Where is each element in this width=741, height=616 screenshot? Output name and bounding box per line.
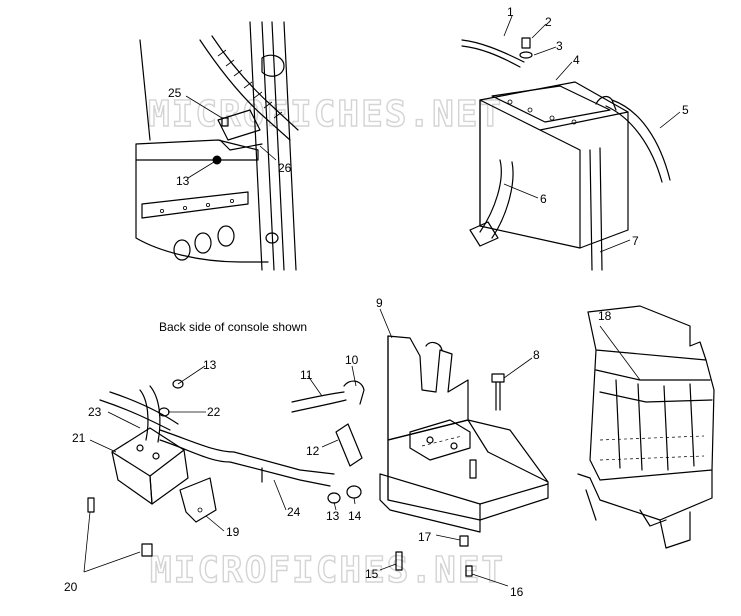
callout-13-top: 13 bbox=[176, 174, 190, 188]
callout-22: 22 bbox=[207, 405, 221, 419]
callout-15: 15 bbox=[365, 567, 379, 581]
callout-3: 3 bbox=[556, 39, 563, 53]
frame-mount-view bbox=[135, 21, 299, 271]
callout-8: 8 bbox=[533, 348, 540, 362]
callout-7: 7 bbox=[632, 234, 639, 248]
callout-13-box: 13 bbox=[326, 509, 340, 523]
callout-labels: 1 2 3 4 5 6 7 25 26 13 Back side of cons… bbox=[64, 5, 689, 599]
watermark-top: MICROFICHES.NET bbox=[148, 94, 503, 135]
callout-10: 10 bbox=[345, 353, 359, 367]
leader-lines bbox=[83, 15, 681, 587]
callout-6: 6 bbox=[540, 192, 547, 206]
callout-14: 14 bbox=[348, 509, 362, 523]
relay-wiring-view bbox=[87, 379, 335, 557]
callout-25: 25 bbox=[168, 86, 182, 100]
callout-26: 26 bbox=[278, 161, 292, 175]
callout-17: 17 bbox=[418, 530, 432, 544]
callout-19: 19 bbox=[226, 525, 240, 539]
callout-20: 20 bbox=[64, 580, 78, 594]
callout-12: 12 bbox=[306, 444, 320, 458]
callout-21: 21 bbox=[72, 431, 86, 445]
watermark-bottom: MICROFICHES.NET bbox=[150, 550, 505, 591]
battery-view bbox=[461, 37, 671, 271]
callout-18: 18 bbox=[598, 309, 612, 323]
callout-9: 9 bbox=[376, 296, 383, 310]
callout-24: 24 bbox=[287, 505, 301, 519]
console-tray-view bbox=[577, 305, 715, 549]
callout-11: 11 bbox=[300, 368, 313, 382]
callout-16: 16 bbox=[510, 585, 524, 599]
callout-1: 1 bbox=[507, 5, 514, 19]
callout-2: 2 bbox=[545, 15, 552, 29]
callout-13-relay: 13 bbox=[203, 358, 217, 372]
console-caption: Back side of console shown bbox=[159, 320, 307, 334]
callout-5: 5 bbox=[682, 103, 689, 117]
callout-4: 4 bbox=[573, 53, 580, 67]
callout-23: 23 bbox=[88, 405, 102, 419]
battery-box-view bbox=[291, 335, 549, 577]
